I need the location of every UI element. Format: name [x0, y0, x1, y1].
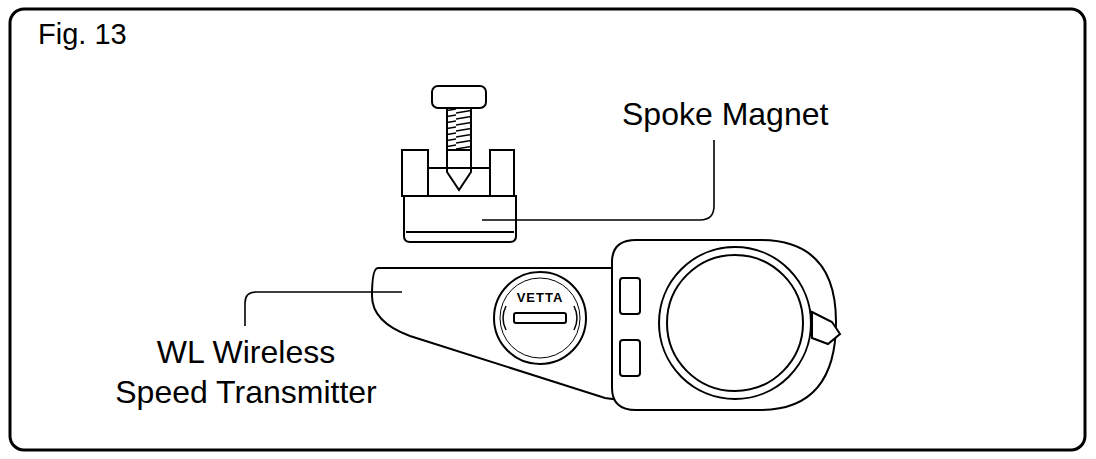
- figure-number: Fig. 13: [38, 16, 127, 52]
- brand-mark: VETTA: [516, 291, 565, 304]
- leader-line: [482, 140, 714, 220]
- figure-frame: [10, 9, 1085, 450]
- speed-transmitter: [372, 240, 840, 410]
- spoke-magnet: [402, 86, 516, 242]
- part-name: Spoke Magnet: [622, 94, 828, 134]
- part-name: WL Wireless Speed Transmitter: [108, 332, 384, 412]
- leader-line: [245, 292, 402, 326]
